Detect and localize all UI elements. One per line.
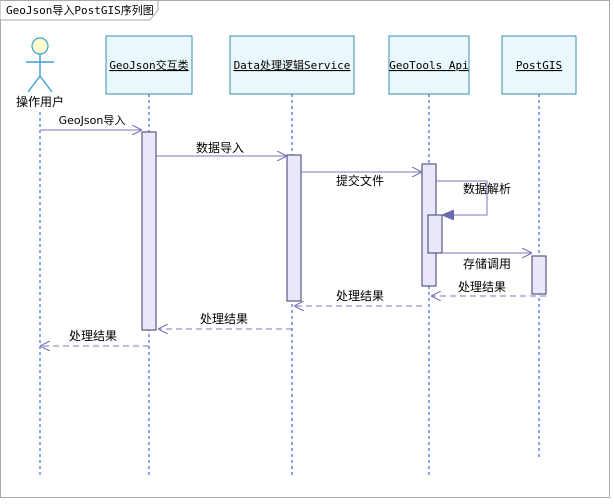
lifeline-service-box: Data处理逻辑Service (229, 35, 355, 95)
actor-user: 操作用户 (16, 37, 64, 109)
message-return-geojson: 处理结果 (40, 329, 149, 346)
lifeline-geotools-box: GeoTools Api (388, 35, 470, 95)
message-data-parse-self: 数据解析 (436, 180, 511, 215)
actor-label: 操作用户 (16, 94, 64, 109)
message-return-postgis: 处理结果 (431, 280, 546, 296)
lifeline-postgis-label: PostGIS (516, 59, 562, 72)
message-label: 数据导入 (196, 140, 244, 155)
message-return-service: 处理结果 (158, 312, 292, 329)
message-data-import: 数据导入 (156, 140, 287, 156)
message-label: 存储调用 (463, 256, 511, 271)
message-label: 处理结果 (69, 329, 117, 343)
message-label: 处理结果 (458, 280, 506, 294)
lifeline-geojson-box: GeoJson交互类 (105, 35, 193, 95)
actor-head-icon (31, 37, 49, 55)
activation-service (286, 154, 302, 302)
message-label: 处理结果 (200, 312, 248, 326)
activation-geotools-self (427, 214, 443, 254)
lifeline-geotools-label: GeoTools Api (389, 59, 468, 72)
lifeline-service-label: Data处理逻辑Service (234, 58, 351, 72)
message-submit-file: 提交文件 (301, 172, 422, 188)
message-label: 提交文件 (336, 173, 384, 188)
activation-postgis (531, 255, 547, 295)
diagram-title-tab: GeoJson导入PostGIS序列图 (0, 0, 159, 21)
message-return-geotools: 处理结果 (294, 289, 422, 306)
activation-geojson (141, 131, 157, 331)
diagram-title: GeoJson导入PostGIS序列图 (6, 3, 154, 17)
lifeline-postgis-box: PostGIS (501, 35, 577, 95)
message-label: 处理结果 (336, 289, 384, 303)
message-geojson-import: GeoJson导入 (40, 114, 142, 130)
message-label: 数据解析 (463, 181, 511, 196)
message-label: GeoJson导入 (59, 114, 126, 127)
message-store-call: 存储调用 (442, 253, 532, 271)
lifeline-geojson-label: GeoJson交互类 (109, 58, 188, 72)
